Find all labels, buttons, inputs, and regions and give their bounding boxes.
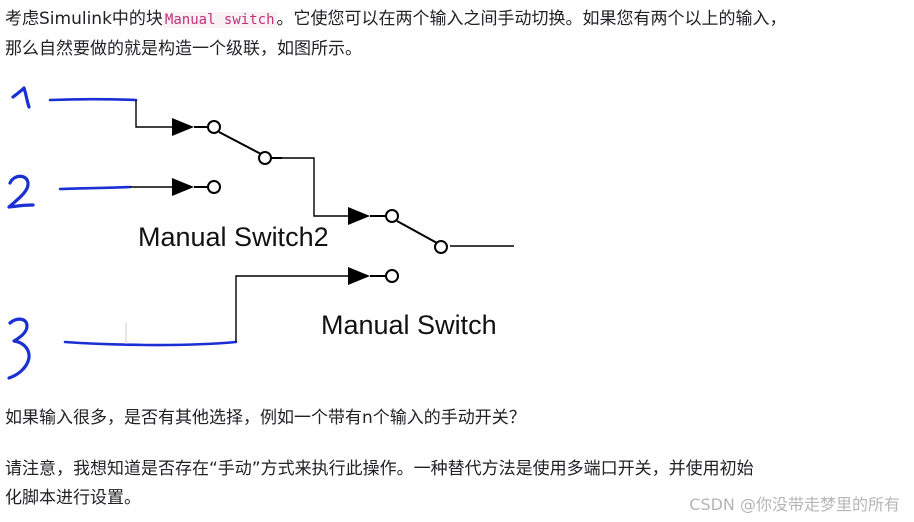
handwritten-input-numbers [7, 86, 35, 380]
switch2-input1-port [207, 120, 221, 134]
inline-code-manual-switch: Manual switch [162, 12, 277, 28]
intro-text-line2: 那么自然要做的就是构造一个级联，如图所示。 [5, 39, 362, 59]
input-line-2 [58, 185, 132, 191]
input-lines [48, 97, 238, 347]
input-line-3 [63, 340, 238, 347]
switch2-output-port [258, 151, 272, 165]
intro-text-start: 考虑Simulink中的块 [5, 9, 163, 29]
wire-switch2-to-switch [273, 157, 348, 217]
switch-input1-port [385, 209, 399, 223]
handwritten-three [7, 317, 31, 380]
input-line-1 [48, 97, 138, 102]
note-text-line1: 请注意，我想知道是否存在“手动”方式来执行此操作。一种替代方法是使用多端口开关，… [5, 459, 754, 479]
manual-switch-label: Manual Switch [321, 310, 497, 340]
switch2-lever [218, 131, 262, 155]
signal-wires [130, 100, 514, 342]
wire-input3-to-switch [235, 275, 348, 342]
cascade-switch-diagram: Manual Switch2 Manual Switch [7, 86, 514, 380]
switch2-input2-arrow [172, 178, 194, 196]
switch-input1-arrow [348, 207, 370, 225]
handwritten-one [11, 86, 31, 109]
manual-switch2-block [172, 118, 282, 196]
switch-input2-port [385, 269, 399, 283]
manual-switch-block [348, 207, 448, 285]
switch-output-port [434, 240, 448, 254]
manual-switch2-label: Manual Switch2 [138, 222, 329, 252]
switch2-input1-arrow [172, 118, 194, 136]
question-paragraph: 如果输入很多，是否有其他选择，例如一个带有n个输入的手动开关？ [5, 408, 526, 428]
wire-input1-to-switch2 [135, 100, 172, 128]
intro-text-rest: 。它使您可以在两个输入之间手动切换。如果您有两个以上的输入， [276, 9, 787, 29]
switch2-input2-port [207, 180, 221, 194]
note-paragraph: 请注意，我想知道是否存在“手动”方式来执行此操作。一种替代方法是使用多端口开关，… [5, 455, 754, 513]
handwritten-two [7, 174, 35, 209]
switch-input2-arrow [348, 267, 370, 285]
note-text-line2: 化脚本进行设置。 [5, 488, 141, 508]
switch-lever [396, 220, 438, 244]
csdn-watermark: CSDN @你没带走梦里的所有 [689, 495, 900, 514]
